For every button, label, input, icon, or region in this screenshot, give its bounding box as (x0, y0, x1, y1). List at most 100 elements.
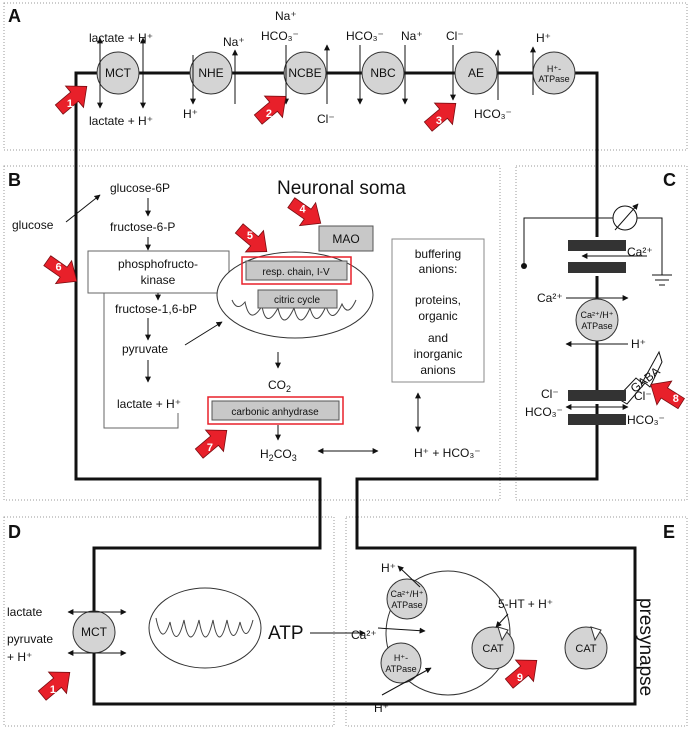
h-d-label: + H⁺ (7, 650, 32, 664)
svg-text:1: 1 (50, 684, 56, 696)
h-atpase-e-line2: ATPase (385, 664, 416, 674)
carbonic-anhydrase-label: carbonic anhydrase (231, 407, 319, 418)
h-atpase-line1: H⁺- (547, 64, 561, 74)
ht-h-label: 5-HT + H⁺ (498, 597, 553, 611)
markers: 1 2 3 4 5 6 7 8 (37, 85, 685, 701)
nhe-h-label: H⁺ (183, 107, 198, 121)
resp-chain-label: resp. chain, I-V (262, 267, 330, 278)
panel-frames (3, 2, 688, 727)
svg-text:2: 2 (266, 108, 272, 120)
mitochondrion-d-cristae (155, 617, 254, 638)
panel-d: MCT lactate pyruvate + H⁺ ATP (7, 587, 366, 669)
h-atpase-line2: ATPase (538, 74, 569, 84)
ca-h-atpase-e-line2: ATPase (391, 600, 422, 610)
mct-bottom-label: lactate + H⁺ (89, 114, 153, 128)
marker-8-c: 8 (650, 380, 685, 410)
mao-label: MAO (332, 232, 359, 246)
ca-h-atpase-c (575, 298, 619, 342)
feedback-line (103, 293, 179, 429)
fructose-6p-label: fructose-6-P (110, 220, 175, 234)
marker-1-d: 1 (37, 671, 71, 701)
panel-c-frame (515, 165, 688, 501)
hco3-right-label: HCO₃⁻ (627, 413, 665, 427)
carbonic-anhydrase-box (211, 400, 340, 421)
ca-h-atpase-c-line1: Ca²⁺/H⁺ (580, 310, 613, 320)
h-atpase-e-line1: H⁺- (394, 653, 408, 663)
ca-e-label: Ca²⁺ (351, 628, 377, 642)
h2co3-label: H2CO3 (260, 447, 297, 463)
clamp-dot (521, 263, 527, 269)
gaba-channel-top (568, 390, 626, 401)
svg-text:1: 1 (67, 98, 73, 110)
svg-text:9: 9 (517, 672, 523, 684)
ae-label: AE (468, 66, 484, 80)
panel-a-frame (3, 2, 688, 151)
buffer-line-6: anions (420, 363, 455, 377)
gaba-channel-bottom (568, 414, 626, 425)
nbc-label: NBC (370, 66, 396, 80)
ncbe-hco3-label: HCO₃⁻ (261, 29, 299, 43)
cat-outer-notch (590, 626, 602, 642)
buffer-line-1: anions: (419, 262, 458, 276)
pfk-box (87, 250, 230, 294)
citric-cycle-box (257, 289, 338, 309)
nbc-na-label: Na⁺ (401, 29, 423, 43)
ae-transporter (454, 51, 498, 95)
buffer-line-3: organic (418, 309, 457, 323)
nbc-hco3-label: HCO₃⁻ (346, 29, 384, 43)
nhe-transporter (189, 51, 233, 95)
lactate-h-label: lactate + H⁺ (117, 397, 181, 411)
panel-c: Ca²⁺ Ca²⁺/H⁺ ATPase Ca²⁺ H⁺ GABA Cl⁻ HCO… (521, 203, 672, 427)
mao-box (318, 225, 374, 252)
ae-cl-label: Cl⁻ (446, 29, 464, 43)
ca-channel-label: Ca²⁺ (627, 245, 653, 259)
marker-2-a: 2 (253, 95, 287, 125)
h-atpase-h-label: H⁺ (536, 31, 551, 45)
neuronal-soma-title: Neuronal soma (277, 178, 406, 199)
atp-label: ATP (268, 623, 304, 644)
pyruvate-label: pyruvate (122, 342, 168, 356)
pyruvate-d-label: pyruvate (7, 632, 53, 646)
marker-7-b: 7 (194, 429, 228, 459)
ca-pump-label: Ca²⁺ (537, 291, 563, 305)
svg-text:6: 6 (55, 261, 61, 273)
h-e-top-label: H⁺ (381, 561, 396, 575)
ca-h-atpase-e-line1: Ca²⁺/H⁺ (390, 589, 423, 599)
pfk-line1: phosphofructo- (118, 257, 198, 271)
marker-1-a: 1 (54, 85, 88, 115)
resp-chain-highlight (241, 256, 352, 285)
fructose-16bp-label: fructose-1,6-bP (115, 302, 197, 316)
nhe-na-label: Na⁺ (223, 35, 245, 49)
mitochondrion-d (148, 587, 262, 669)
mct-label: MCT (105, 66, 132, 80)
hco3-left-label: HCO₃⁻ (525, 405, 563, 419)
cat-outer-label: CAT (575, 643, 596, 655)
pfk-line2: kinase (141, 273, 176, 287)
ground-icon (652, 274, 672, 286)
marker-9-e: 9 (504, 659, 538, 689)
clamp-wiring (523, 217, 663, 275)
panel-c-label: C (663, 170, 676, 190)
ncbe-na-label: Na⁺ (275, 9, 297, 23)
co2-label: CO2 (268, 378, 291, 394)
marker-3-a: 3 (423, 102, 457, 132)
nbc-transporter (361, 51, 405, 95)
panel-a: MCT lactate + H⁺ lactate + H⁺ NHE Na⁺ H⁺… (89, 9, 576, 128)
lactate-d-label: lactate (7, 605, 43, 619)
ca-channel-top (568, 240, 626, 251)
nhe-label: NHE (198, 66, 223, 80)
presynapse-label: presynapse (635, 598, 656, 696)
buffer-line-0: buffering (415, 247, 461, 261)
buffer-line-5: inorganic (414, 347, 463, 361)
svg-text:7: 7 (207, 442, 213, 454)
buffer-box (391, 238, 485, 383)
ncbe-transporter (283, 51, 327, 95)
h-atpase-e (380, 642, 422, 684)
svg-text:8: 8 (673, 393, 679, 405)
h-c-label: H⁺ (631, 337, 646, 351)
svg-text:5: 5 (247, 230, 253, 242)
panel-e-label: E (663, 522, 675, 542)
glucose-label: glucose (12, 218, 54, 232)
marker-4-b: 4 (287, 197, 322, 227)
buffer-line-4: and (428, 331, 448, 345)
